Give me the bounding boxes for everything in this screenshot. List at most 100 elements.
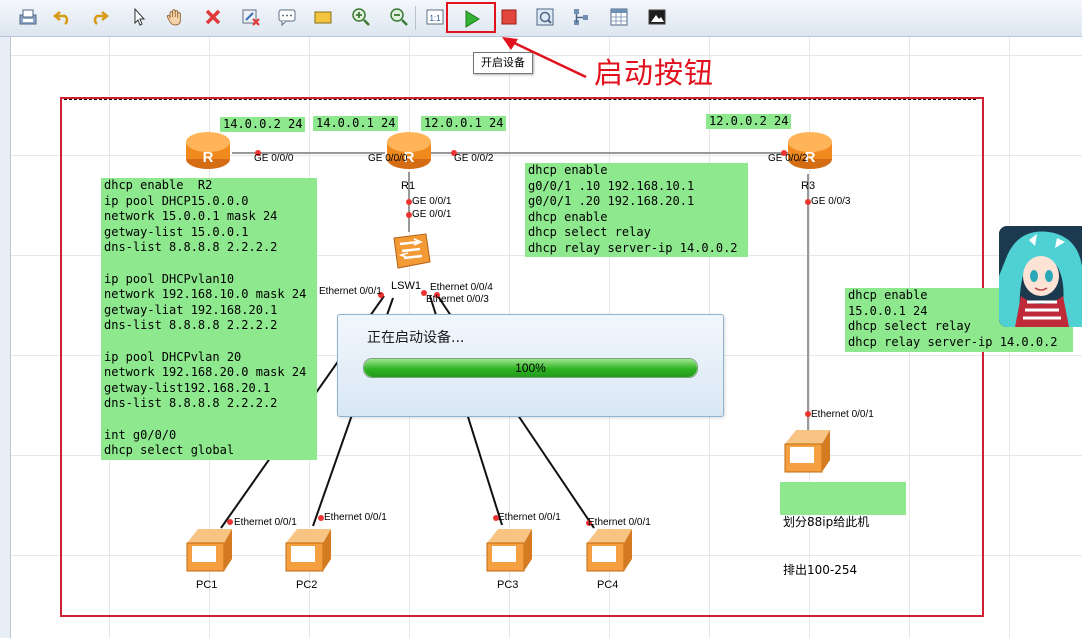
progress-text: 100% (515, 361, 546, 375)
starting-devices-dialog: 正在启动设备... 100% (337, 314, 724, 417)
stop-icon[interactable] (498, 6, 520, 28)
port-label: Ethernet 0/0/1 (324, 512, 387, 523)
svg-text:R: R (404, 149, 415, 166)
port-dot (406, 199, 412, 205)
svg-text:R: R (203, 149, 214, 166)
device-label-pc2: PC2 (296, 579, 318, 591)
switch-lsw1[interactable] (388, 232, 432, 270)
router-icon: R (788, 132, 832, 169)
config-line: 15.0.0.1 24 (848, 303, 928, 318)
undo-icon[interactable] (52, 6, 74, 28)
zoom-out-icon[interactable] (388, 6, 410, 28)
svg-text:1:1: 1:1 (429, 14, 441, 23)
pc-icon (586, 529, 632, 572)
config-line: g0/0/1 .20 192.168.20.1 (528, 194, 695, 209)
pc-pc5[interactable] (782, 428, 836, 478)
config-line: dhcp select global (104, 443, 235, 458)
save-icon[interactable] (17, 6, 39, 28)
port-dot (493, 515, 499, 521)
pc-pc1[interactable] (184, 527, 238, 577)
config-line: g0/0/1 .10 192.168.10.1 (528, 178, 695, 193)
port-dot (421, 290, 427, 296)
config-line: getway-list 15.0.0.1 (104, 224, 249, 239)
select-pointer-icon[interactable] (128, 6, 150, 28)
port-label: Ethernet 0/0/1 (588, 517, 651, 528)
port-label: Ethernet 0/0/1 (234, 517, 297, 528)
device-label-pc3: PC3 (497, 579, 519, 591)
ip-label-r3-ge002: 12.0.0.2 24 (706, 114, 792, 129)
hand-pan-icon[interactable] (164, 6, 186, 28)
avatar-image (999, 226, 1082, 327)
capture-icon[interactable] (534, 6, 556, 28)
port-dot (378, 292, 384, 298)
device-label-pc1: PC1 (196, 579, 218, 591)
svg-text:R: R (805, 149, 816, 166)
port-dot (318, 515, 324, 521)
config-line: int g0/0/0 (104, 427, 177, 442)
progress-fill (364, 359, 697, 377)
zoom-in-icon[interactable] (350, 6, 372, 28)
delete-icon[interactable] (202, 6, 224, 28)
port-dot (781, 150, 787, 156)
port-label: GE 0/0/1 (412, 196, 452, 207)
ip-label-r2-ge000: 14.0.0.2 24 (220, 117, 306, 132)
grid-table-icon[interactable] (608, 6, 630, 28)
device-label-r1: R1 (401, 180, 416, 192)
pc-pc3[interactable] (484, 527, 538, 577)
config-line: network 192.168.10.0 mask 24 (104, 287, 307, 302)
rectangle-tool-icon[interactable] (312, 6, 334, 28)
port-dot (586, 520, 592, 526)
port-label: GE 0/0/2 (768, 153, 808, 164)
left-panel-edge[interactable] (0, 37, 11, 638)
note-line: 划分88ip给此机 (783, 515, 870, 529)
config-line: dns-list 8.8.8.8 2.2.2.2 (104, 240, 278, 255)
port-label: Ethernet 0/0/3 (426, 294, 489, 305)
port-label: GE 0/0/3 (811, 196, 851, 207)
config-line: ip pool DHCPvlan 20 (104, 349, 242, 364)
pc-pc4[interactable] (584, 527, 638, 577)
config-note-pc5: 划分88ip给此机 排出100-254 (780, 482, 906, 577)
port-dot (255, 150, 261, 156)
topology-icon[interactable] (570, 6, 592, 28)
pc-icon (784, 430, 830, 473)
config-line: dns-list 8.8.8.8 2.2.2.2 (104, 318, 278, 333)
config-line: dhcp enable (848, 288, 928, 302)
ip-label-r1-ge002: 12.0.0.1 24 (421, 116, 507, 131)
screenshot-icon[interactable] (646, 6, 668, 28)
config-line: network 15.0.0.1 mask 24 (104, 209, 278, 224)
port-dot (805, 199, 811, 205)
start-device-button[interactable] (446, 2, 496, 33)
pc-pc2[interactable] (283, 527, 337, 577)
config-line: dhcp enable (528, 163, 608, 177)
router-r3[interactable]: R (786, 128, 834, 172)
device-label-pc4: PC4 (597, 579, 619, 591)
redo-icon[interactable] (88, 6, 110, 28)
config-line: dhcp select relay (848, 319, 971, 334)
router-r2[interactable]: R (184, 128, 232, 172)
port-label: Ethernet 0/0/1 (811, 409, 874, 420)
fit-1to1-icon[interactable]: 1:1 (424, 6, 446, 28)
config-line: getway-list192.168.20.1 (104, 380, 271, 395)
switch-icon (393, 233, 431, 269)
router-r1[interactable]: R (385, 128, 433, 172)
config-line: dhcp relay server-ip 14.0.0.2 (848, 334, 1058, 349)
device-label-r3: R3 (801, 180, 816, 192)
config-line: dns-list 8.8.8.8 2.2.2.2 (104, 396, 278, 411)
port-dot (434, 292, 440, 298)
progress-bar: 100% (363, 358, 698, 378)
text-note-icon[interactable] (276, 6, 298, 28)
play-icon (462, 9, 482, 29)
config-line: dhcp enable (528, 209, 608, 224)
config-line: ip pool DHCP15.0.0.0 (104, 193, 249, 208)
config-line: dhcp enable R2 (104, 178, 213, 192)
port-label: GE 0/0/0 (368, 153, 408, 164)
delete-link-icon[interactable] (240, 6, 262, 28)
port-label: GE 0/0/0 (254, 153, 294, 164)
config-line: ip pool DHCPvlan10 (104, 271, 235, 286)
ip-label-r1-ge000: 14.0.0.1 24 (313, 116, 399, 131)
start-device-tooltip: 开启设备 (473, 52, 533, 74)
toolbar: 1:1 (0, 0, 1082, 37)
